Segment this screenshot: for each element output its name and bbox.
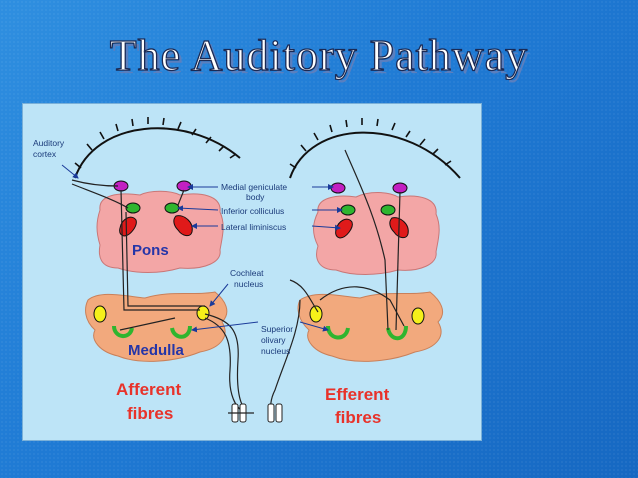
label-efferent-fibres: fibres (335, 408, 381, 427)
left-lateral-lemniscus-a (119, 216, 137, 237)
left-cortex-arc (74, 117, 241, 179)
left-pons (96, 190, 224, 273)
right-medial-geniculate-a (330, 182, 346, 194)
left-inferior-colliculus-a (125, 202, 141, 214)
label-medial-geniculate: Medial geniculate (221, 182, 287, 192)
label-superior: Superior (261, 324, 293, 334)
label-afferent: Afferent (116, 380, 182, 399)
label-afferent-fibres: fibres (127, 404, 173, 423)
label-medulla: Medulla (128, 342, 184, 359)
slide-title: The Auditory Pathway (109, 30, 529, 80)
left-superior-olive-a (112, 325, 134, 338)
left-cochlear-nucleus-b (196, 305, 210, 321)
label-cochlear: Cochleat (230, 268, 264, 278)
label-cortex: cortex (33, 149, 57, 159)
right-medulla (297, 291, 443, 362)
right-pons (313, 192, 440, 275)
label-olivary-nucleus: nucleus (261, 346, 290, 356)
left-medial-geniculate-b (176, 180, 192, 192)
label-efferent: Efferent (325, 385, 390, 404)
left-lateral-lemniscus-b (173, 215, 193, 237)
right-inferior-colliculus-a (340, 204, 356, 216)
label-inferior-colliculus: Inferior colliculus (221, 206, 284, 216)
label-cochlear-nucleus: nucleus (234, 279, 263, 289)
left-cochlear-nucleus (93, 305, 107, 323)
right-superior-olive-b (386, 325, 408, 341)
right-cochlear-nucleus-b (411, 307, 425, 325)
label-medial-geniculate-body: body (246, 192, 265, 202)
label-leader-lines (61, 164, 343, 333)
right-medial-geniculate-b (392, 182, 408, 194)
efferent-receptor (267, 403, 283, 423)
label-olivary: olivary (261, 335, 286, 345)
right-cochlear-nucleus-a (309, 305, 323, 323)
right-inferior-colliculus-b (380, 204, 396, 216)
left-inferior-colliculus-b (164, 202, 180, 214)
right-cortex-arc (289, 118, 461, 179)
afferent-receptor (228, 403, 254, 423)
left-medulla (85, 291, 228, 362)
right-lateral-lemniscus-a (335, 218, 353, 239)
label-pons: Pons (132, 242, 169, 259)
left-superior-olive-b (170, 325, 192, 339)
diagram-panel (22, 103, 482, 441)
label-auditory: Auditory (33, 138, 65, 148)
label-lateral-lemniscus: Lateral liminiscus (221, 222, 286, 232)
